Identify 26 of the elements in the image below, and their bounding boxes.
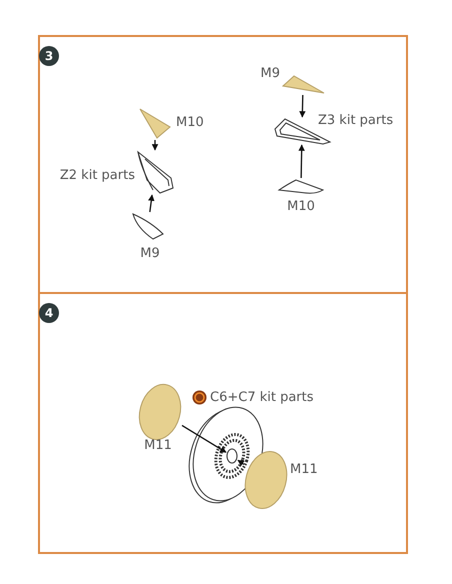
part-drawing bbox=[131, 212, 165, 240]
part-label: Z2 kit parts bbox=[60, 168, 135, 184]
arrow bbox=[152, 140, 158, 151]
part-label: M9 bbox=[260, 66, 280, 82]
part-label: C6+C7 kit parts bbox=[210, 390, 314, 406]
arrow bbox=[299, 94, 306, 118]
part-drawing bbox=[135, 150, 175, 195]
part-drawing bbox=[138, 107, 172, 140]
part-label: M11 bbox=[290, 462, 318, 478]
disc-part bbox=[244, 450, 288, 510]
part-drawing bbox=[276, 178, 326, 194]
arrow bbox=[298, 144, 305, 178]
step-number: 3 bbox=[39, 46, 59, 66]
part-label: M10 bbox=[286, 199, 316, 215]
part-label: M9 bbox=[139, 246, 161, 262]
disc-part bbox=[138, 383, 182, 441]
step-number: 4 bbox=[39, 303, 59, 323]
part-drawing bbox=[280, 74, 326, 95]
arrow bbox=[237, 460, 245, 466]
part-label: M11 bbox=[143, 438, 173, 454]
arrow bbox=[182, 424, 227, 453]
step-panel bbox=[38, 35, 408, 294]
part-label: M10 bbox=[176, 115, 204, 131]
arrow bbox=[148, 194, 155, 212]
part-label: Z3 kit parts bbox=[318, 113, 394, 129]
step-panel bbox=[38, 292, 408, 554]
